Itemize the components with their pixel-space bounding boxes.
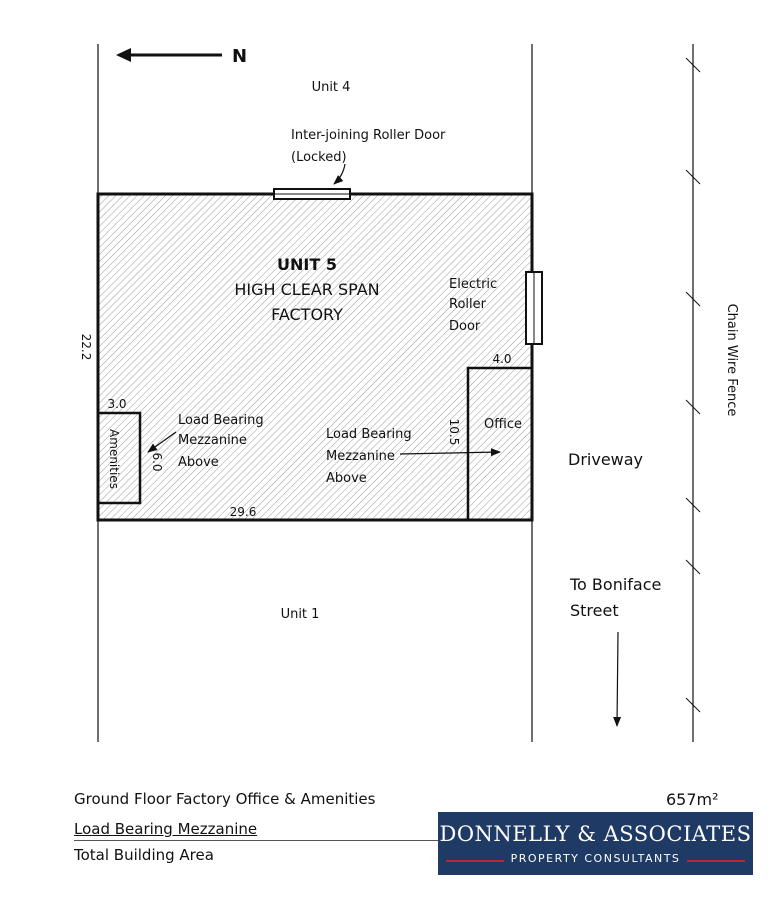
logo-name: DONNELLY & ASSOCIATES [439,822,752,846]
logo-accent-line-right [687,860,745,862]
summary-row-mezzanine: Load Bearing Mezzanine [74,820,258,838]
fence-label: Chain Wire Fence [724,304,739,417]
driveway-label: Driveway [568,450,643,469]
summary-divider [74,840,444,841]
office-room [466,366,534,522]
interjoining-door-arrow [333,163,346,185]
logo-subtitle: PROPERTY CONSULTANTS [510,852,681,865]
mezzanine-left-label-1: Load Bearing [178,413,264,428]
office-label: Office [484,417,522,432]
logo-accent-line-left [446,860,504,862]
unit1-label: Unit 1 [281,607,320,622]
office-length-dimension: 10.5 [447,419,461,446]
mezzanine-left-label-2: Mezzanine [178,433,247,448]
mezzanine-right-label-2: Mezzanine [326,449,395,464]
summary-area-value: 657m² [666,790,719,809]
unit4-label: Unit 4 [312,80,351,95]
street-label-2: Street [570,601,619,620]
building-depth-dimension: 22.2 [79,334,93,361]
mezzanine-left-label-3: Above [178,455,219,470]
unit5-building [96,192,534,522]
unit5-title: UNIT 5 [277,255,337,274]
amenities-room [96,411,142,505]
street-arrow [613,631,622,727]
unit5-subtitle-2: FACTORY [271,305,343,324]
street-label-1: To Boniface [569,575,661,594]
interjoining-door-label: Inter-joining Roller Door [291,128,446,143]
amenities-width-dimension: 3.0 [107,397,126,411]
mezzanine-right-label-3: Above [326,471,367,486]
electric-door-label-1: Electric [449,277,497,292]
company-logo: DONNELLY & ASSOCIATES PROPERTY CONSULTAN… [438,812,753,875]
unit5-subtitle-1: HIGH CLEAR SPAN [234,280,379,299]
summary-row-ground-floor: Ground Floor Factory Office & Amenities [74,790,376,808]
amenities-label: Amenities [107,429,121,489]
summary-row-total: Total Building Area [74,846,214,864]
interjoining-door-label-2: (Locked) [291,150,347,165]
amenities-length-dimension: 6.0 [150,452,164,471]
mezzanine-right-label-1: Load Bearing [326,427,412,442]
north-label: N [232,46,247,67]
electric-door-label-2: Roller [449,297,487,312]
building-length-dimension: 29.6 [230,505,257,519]
office-width-dimension: 4.0 [492,352,511,366]
mezzanine-left-arrow [147,431,177,453]
chain-wire-fence [685,44,701,742]
north-arrow-icon [116,48,222,62]
mezzanine-right-arrow [399,448,501,457]
electric-door-label-3: Door [449,319,481,334]
